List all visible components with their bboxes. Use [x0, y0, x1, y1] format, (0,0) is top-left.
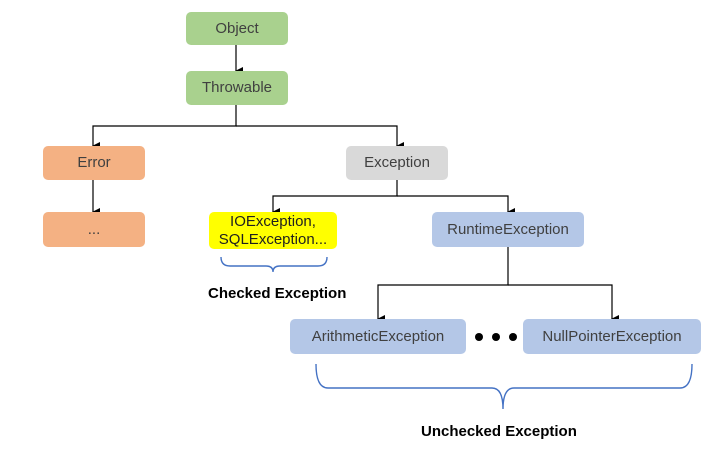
edge-runtime-nullpointer — [508, 284, 619, 323]
unchecked-brace — [315, 363, 693, 410]
edge-exception-runtime — [397, 195, 515, 216]
edge-throwable-error — [92, 105, 237, 150]
node-nullpointer-exception: NullPointerException — [523, 319, 701, 354]
node-io-sql-exception: IOException, SQLException... — [209, 212, 337, 249]
node-error-child: ... — [43, 212, 145, 247]
unchecked-exception-label: Unchecked Exception — [421, 423, 577, 440]
node-runtime-exception: RuntimeException — [432, 212, 584, 247]
ellipsis-dots — [475, 333, 517, 341]
edge-throwable-exception — [236, 125, 404, 150]
node-throwable: Throwable — [186, 71, 288, 105]
node-object: Object — [186, 12, 288, 45]
edge-runtime-arithmetic — [377, 247, 509, 323]
node-error: Error — [43, 146, 145, 180]
checked-exception-label: Checked Exception — [208, 285, 347, 302]
node-exception: Exception — [346, 146, 448, 180]
edge-exception-io — [272, 180, 398, 216]
checked-brace — [220, 256, 328, 273]
node-arithmetic-exception: ArithmeticException — [290, 319, 466, 354]
